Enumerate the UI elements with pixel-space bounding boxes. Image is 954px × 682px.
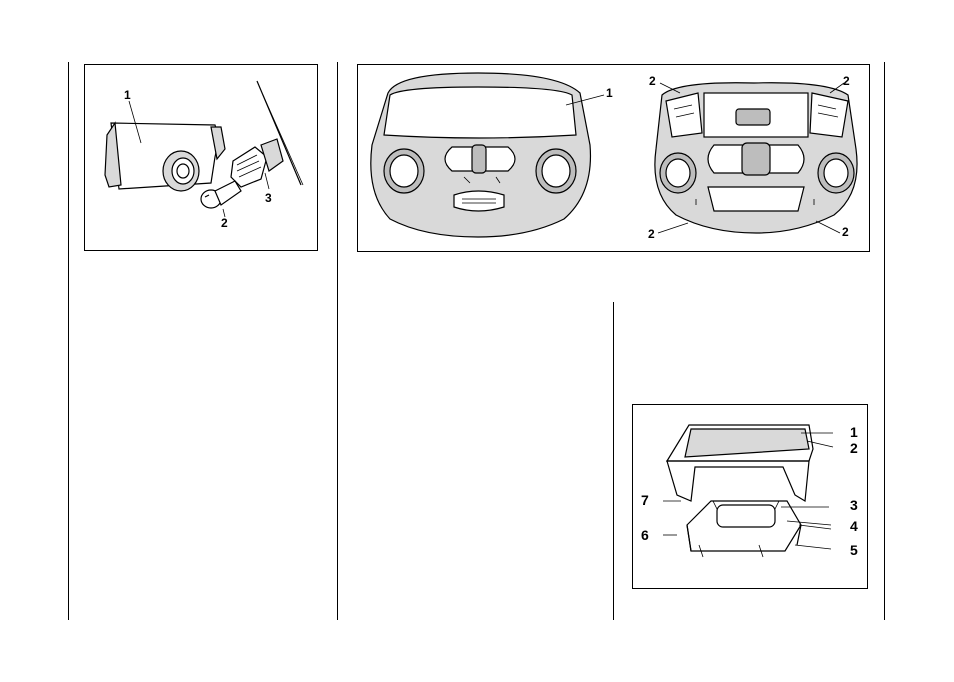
figure-a-label-1: 1 [124,89,131,101]
figure-c-label-4: 4 [850,519,858,533]
figure-lamp-exploded: 1 2 3 4 5 6 7 [632,404,868,589]
figure-b-label-2-top-right: 2 [843,75,850,87]
figure-front-courtesy-light: 1 2 2 2 2 [357,64,870,252]
figure-a-label-3: 3 [265,192,272,204]
figure-c-label-6: 6 [641,528,649,542]
column-rule-middle [337,62,338,620]
figure-c-label-1: 1 [850,425,858,439]
figure-b-label-2-bottom-left: 2 [648,228,655,240]
figure-rear-lamp: 1 2 3 [84,64,318,251]
figure-b-label-1: 1 [606,87,613,99]
figure-c-label-5: 5 [850,543,858,557]
figure-c-label-2: 2 [850,441,858,455]
courtesy-light-illustration [358,65,871,253]
figure-c-label-3: 3 [850,498,858,512]
column-rule-inner [613,302,614,620]
column-rule-left [68,62,69,620]
figure-c-label-7: 7 [641,493,649,507]
figure-a-label-2: 2 [221,217,228,229]
courtesy-light-lens [384,87,576,138]
figure-b-label-2-bottom-right: 2 [842,226,849,238]
bulb-holder [231,147,267,187]
lamp-exploded-illustration [633,405,869,590]
rear-lamp-illustration [85,65,319,252]
column-rule-right [884,62,885,620]
figure-b-label-2-top-left: 2 [649,75,656,87]
festoon-bulb [717,505,775,527]
